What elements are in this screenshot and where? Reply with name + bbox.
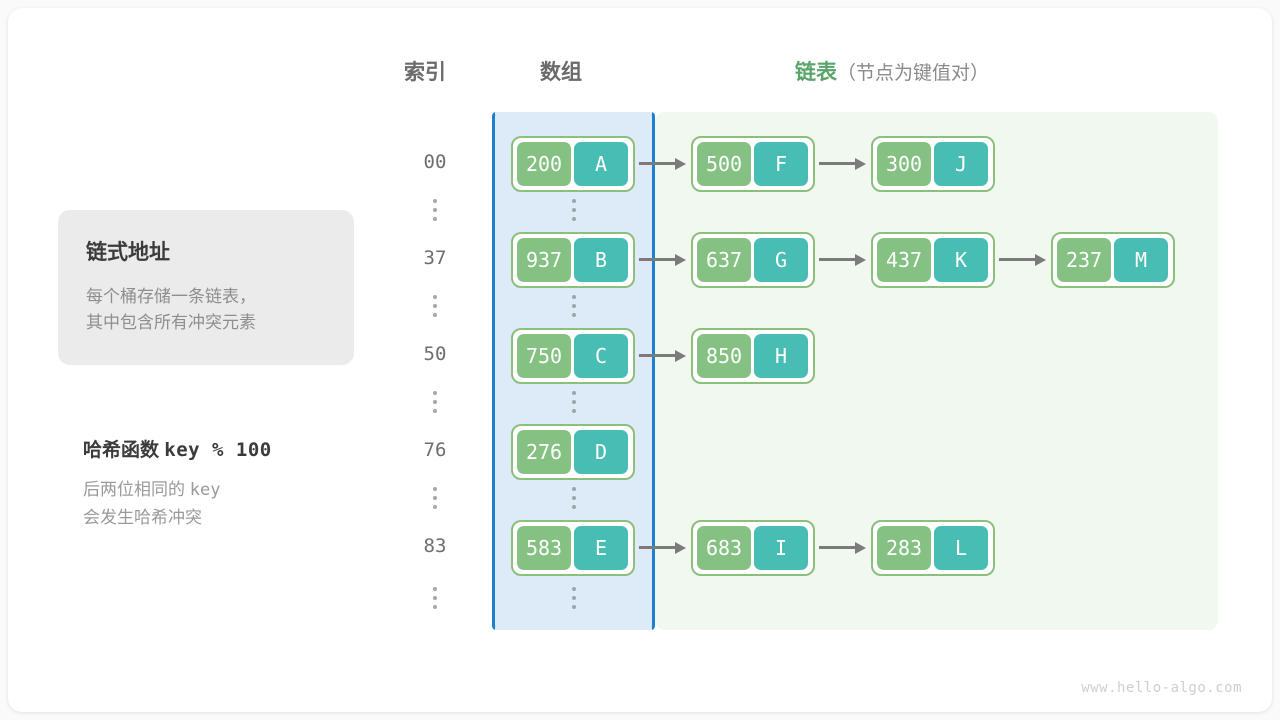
node-key: 276: [517, 430, 571, 474]
node-value: C: [574, 334, 628, 378]
arrow-head: [855, 158, 866, 170]
arrow-shaft: [819, 162, 857, 165]
hash-function-note: 哈希函数 key % 100 后两位相同的 key 会发生哈希冲突: [83, 435, 383, 531]
bucket-index-label: 37: [423, 247, 447, 269]
node-value: E: [574, 526, 628, 570]
index-ellipsis-icon: [430, 295, 440, 317]
hash-function-expression: key % 100: [164, 439, 272, 461]
node-key: 683: [697, 526, 751, 570]
hash-function-title-label: 哈希函数: [83, 440, 160, 461]
node-value: G: [754, 238, 808, 282]
arrow-shaft: [819, 258, 857, 261]
arrow-shaft: [639, 162, 677, 165]
bucket-index-label: 00: [423, 151, 447, 173]
bucket-index-label: 50: [423, 343, 447, 365]
array-ellipsis-icon: [569, 199, 579, 221]
arrow-shaft: [819, 546, 857, 549]
hash-function-title: 哈希函数 key % 100: [83, 435, 383, 462]
node-key: 850: [697, 334, 751, 378]
node-value: M: [1114, 238, 1168, 282]
header-linked-list-main: 链表: [795, 61, 837, 84]
header-linked-list-sub: （节点为键值对）: [837, 63, 990, 84]
arrow-head: [675, 158, 686, 170]
bucket-index-label: 76: [423, 439, 447, 461]
arrow-shaft: [639, 546, 677, 549]
arrow-head: [855, 542, 866, 554]
node-value: F: [754, 142, 808, 186]
chain-arrow: [639, 158, 686, 170]
node-key: 750: [517, 334, 571, 378]
chain-arrow: [819, 158, 866, 170]
arrow-shaft: [639, 354, 677, 357]
node-key: 937: [517, 238, 571, 282]
node-value: L: [934, 526, 988, 570]
arrow-head: [855, 254, 866, 266]
arrow-shaft: [639, 258, 677, 261]
node-value: A: [574, 142, 628, 186]
index-ellipsis-icon: [430, 391, 440, 413]
array-ellipsis-icon: [569, 295, 579, 317]
node-value: D: [574, 430, 628, 474]
node-value: K: [934, 238, 988, 282]
chain-arrow: [819, 542, 866, 554]
node-key: 300: [877, 142, 931, 186]
hash-note-line-2: 会发生哈希冲突: [83, 508, 202, 528]
node-value: B: [574, 238, 628, 282]
watermark: www.hello-algo.com: [1081, 680, 1242, 696]
header-array: 数组: [540, 61, 582, 84]
chaining-note-card: 链式地址 每个桶存储一条链表， 其中包含所有冲突元素: [58, 210, 354, 365]
node-value: I: [754, 526, 808, 570]
array-ellipsis-icon: [569, 391, 579, 413]
chain-arrow: [999, 254, 1046, 266]
chaining-note-line-2: 其中包含所有冲突元素: [86, 313, 256, 333]
index-ellipsis-icon: [430, 199, 440, 221]
header-linked-list: 链表（节点为键值对）: [795, 56, 989, 86]
hash-note-line-1-mono: key: [189, 480, 221, 500]
arrow-head: [675, 542, 686, 554]
node-key: 583: [517, 526, 571, 570]
node-key: 283: [877, 526, 931, 570]
arrow-head: [675, 254, 686, 266]
arrow-head: [675, 350, 686, 362]
bucket-index-label: 83: [423, 535, 447, 557]
array-ellipsis-icon: [569, 587, 579, 609]
node-key: 237: [1057, 238, 1111, 282]
node-key: 200: [517, 142, 571, 186]
node-value: J: [934, 142, 988, 186]
chain-arrow: [639, 254, 686, 266]
node-key: 637: [697, 238, 751, 282]
chain-arrow: [819, 254, 866, 266]
hash-note-line-1: 后两位相同的 key: [83, 476, 383, 504]
chaining-note-title: 链式地址: [86, 241, 170, 264]
index-ellipsis-icon: [430, 487, 440, 509]
node-value: H: [754, 334, 808, 378]
header-index: 索引: [404, 61, 446, 84]
node-key: 500: [697, 142, 751, 186]
chain-arrow: [639, 542, 686, 554]
hash-note-line-1-label: 后两位相同的: [83, 480, 185, 499]
chaining-note-line-1: 每个桶存储一条链表，: [86, 287, 256, 306]
index-ellipsis-icon: [430, 587, 440, 609]
node-key: 437: [877, 238, 931, 282]
chain-arrow: [639, 350, 686, 362]
arrow-shaft: [999, 258, 1037, 261]
arrow-head: [1035, 254, 1046, 266]
array-ellipsis-icon: [569, 487, 579, 509]
